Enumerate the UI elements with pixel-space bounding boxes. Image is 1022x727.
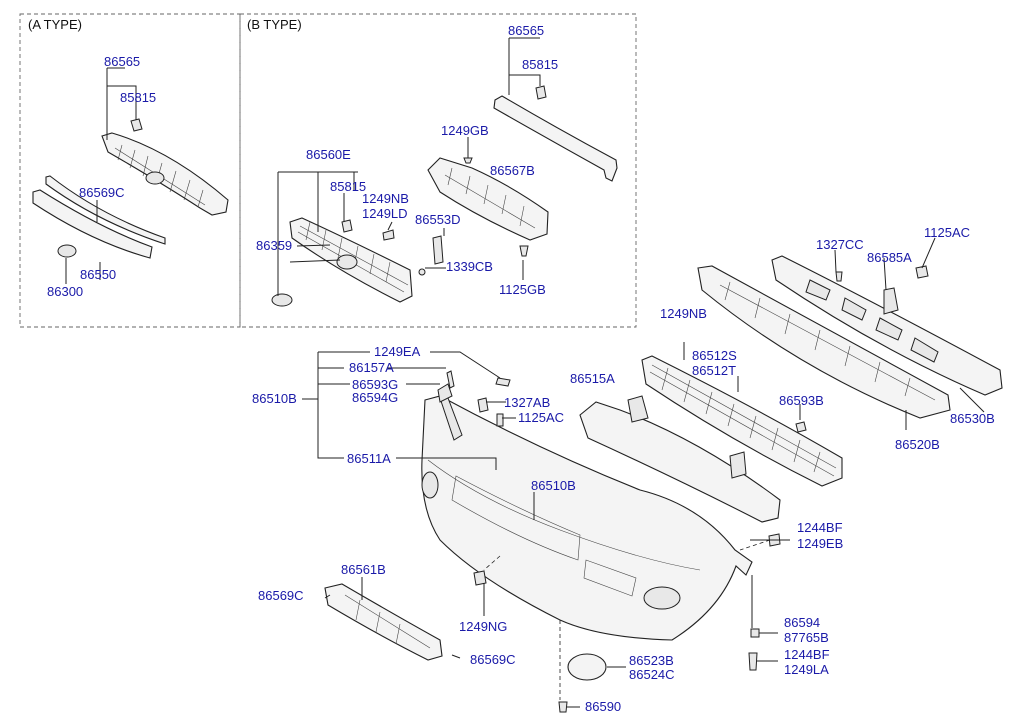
callout-1249nb-b[interactable]: 1249NB	[362, 191, 409, 206]
callout-86550[interactable]: 86550	[80, 267, 117, 282]
callout-86565[interactable]: 86565	[104, 54, 141, 69]
callout-85815-b[interactable]: 85815	[330, 179, 367, 194]
b-upper-bracket	[493, 37, 618, 182]
callout-86520b[interactable]: 86520B	[895, 437, 940, 452]
callout-86512s[interactable]: 86512S	[692, 348, 737, 363]
main-lower-grille	[324, 583, 443, 661]
callout-86569c-right[interactable]: 86569C	[470, 652, 516, 667]
a-leaders	[65, 67, 137, 284]
b-type-title: (B TYPE)	[247, 17, 302, 32]
callout-1249nb[interactable]: 1249NB	[660, 306, 707, 321]
callout-1249gb[interactable]: 1249GB	[441, 123, 489, 138]
b-hardware	[382, 229, 529, 276]
callout-1249ld[interactable]: 1249LD	[362, 206, 408, 221]
callout-86510b-left[interactable]: 86510B	[252, 391, 297, 406]
b-grille	[289, 217, 413, 303]
callout-86569c[interactable]: 86569C	[79, 185, 125, 200]
callout-1244bf-2[interactable]: 1244BF	[784, 647, 830, 662]
callout-1249ea[interactable]: 1249EA	[374, 344, 421, 359]
callout-86553d[interactable]: 86553D	[415, 212, 461, 227]
main-bumper-cover	[421, 395, 753, 641]
callout-1327ab[interactable]: 1327AB	[504, 395, 551, 410]
callout-86512t[interactable]: 86512T	[692, 363, 737, 378]
callout-86594[interactable]: 86594	[784, 615, 821, 630]
callout-85815[interactable]: 85815	[120, 90, 157, 105]
callout-1244bf[interactable]: 1244BF	[797, 520, 843, 535]
a-grille	[101, 132, 229, 216]
callout-86157a[interactable]: 86157A	[349, 360, 394, 375]
a-emblem	[57, 244, 77, 258]
callout-86523b[interactable]: 86523B	[629, 653, 674, 668]
main-grille-bracket	[579, 395, 807, 523]
callout-1339cb[interactable]: 1339CB	[446, 259, 493, 274]
callout-86515a[interactable]: 86515A	[570, 371, 615, 386]
callout-86593b[interactable]: 86593B	[779, 393, 824, 408]
callout-1125ac-2[interactable]: 1125AC	[518, 410, 565, 425]
callout-1249eb[interactable]: 1249EB	[797, 536, 844, 551]
callout-1125gb[interactable]: 1125GB	[499, 282, 546, 297]
callout-87765b[interactable]: 87765B	[784, 630, 829, 645]
callout-86569c-left[interactable]: 86569C	[258, 588, 304, 603]
callout-1249ng[interactable]: 1249NG	[459, 619, 508, 634]
callout-1125ac[interactable]: 1125AC	[924, 225, 971, 240]
a-molding	[45, 175, 166, 245]
a-clip	[130, 118, 143, 132]
callout-86593g[interactable]: 86593G	[352, 377, 399, 392]
callout-86565-b[interactable]: 86565	[508, 23, 545, 38]
callout-86594g[interactable]: 86594G	[352, 390, 399, 405]
callout-1327cc[interactable]: 1327CC	[816, 237, 864, 252]
callout-86585a[interactable]: 86585A	[867, 250, 912, 265]
callout-86590[interactable]: 86590	[585, 699, 622, 714]
main-center-grille	[641, 355, 843, 487]
main-leaders	[302, 237, 985, 708]
main-fog-cover	[567, 653, 607, 681]
b-grille-bracket	[427, 137, 549, 241]
a-garnish	[32, 189, 153, 259]
callout-86300[interactable]: 86300	[47, 284, 84, 299]
callout-86359[interactable]: 86359	[256, 238, 293, 253]
callout-1249la[interactable]: 1249LA	[784, 662, 829, 677]
callout-86524c[interactable]: 86524C	[629, 667, 675, 682]
callout-86561b[interactable]: 86561B	[341, 562, 386, 577]
callout-86567b[interactable]: 86567B	[490, 163, 535, 178]
callout-86530b[interactable]: 86530B	[950, 411, 995, 426]
b-emblem	[271, 293, 293, 307]
callout-86560e[interactable]: 86560E	[306, 147, 351, 162]
main-absorber	[697, 265, 951, 419]
b-type-frame	[239, 13, 637, 328]
main-reinforcement	[771, 255, 1003, 396]
a-type-title: (A TYPE)	[28, 17, 82, 32]
main-fasteners	[437, 370, 781, 713]
callout-85815-b-top[interactable]: 85815	[522, 57, 559, 72]
callout-86511a[interactable]: 86511A	[347, 451, 391, 466]
callout-86510b[interactable]: 86510B	[531, 478, 576, 493]
b-leaders	[277, 171, 524, 296]
